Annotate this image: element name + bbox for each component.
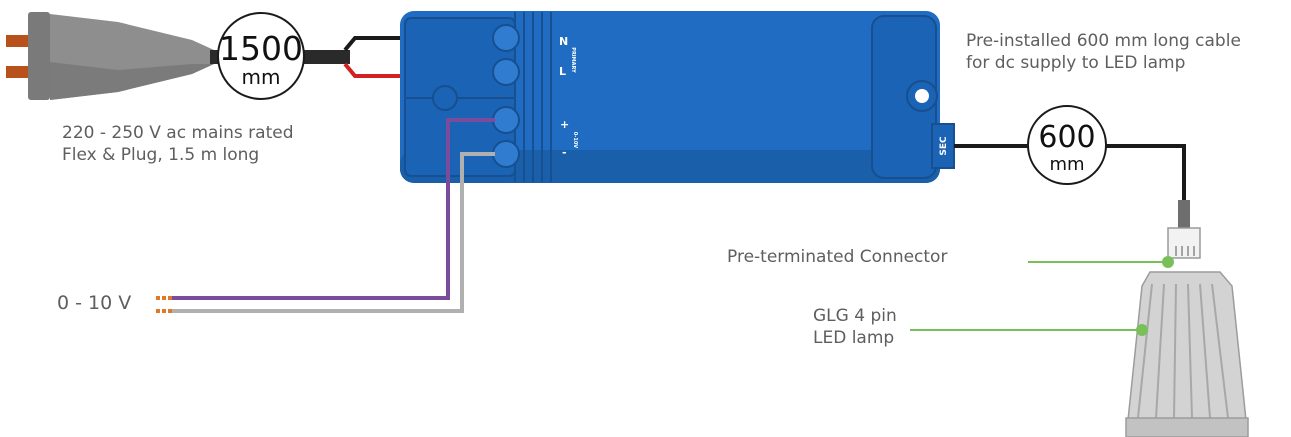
dc-length-unit: mm [1049,154,1084,175]
wire-dim-grey [170,152,495,313]
connector-pins [1175,246,1195,256]
dc-length-badge: 600 mm [1027,105,1107,185]
led-driver: N L PRIMARY + - 0-10V SEC [400,11,955,183]
mains-length-value: 1500 [219,29,303,68]
terminal-screw [432,85,458,111]
driver-body-shade [400,150,940,183]
mark-sec: SEC [939,136,949,156]
lamp-fins [1137,283,1229,419]
cable-description: Pre-installed 600 mm long cable for dc s… [966,30,1241,74]
pre-terminated-connector [1167,200,1201,259]
plug-body-shade [50,62,214,100]
plug-face [28,12,50,100]
lamp-rim [1125,417,1249,437]
mark-l: L [559,65,566,78]
plug-line-1: 220 - 250 V ac mains rated [62,123,294,143]
connector-pointer-dot [1162,256,1174,268]
connector-housing [1167,227,1201,259]
dc-length-value: 600 [1038,120,1095,155]
led-lamp [1125,271,1249,437]
mark-primary: PRIMARY [570,47,576,73]
cable-line-2: for dc supply to LED lamp [966,53,1186,73]
mains-length-unit: mm [242,65,281,89]
plug-pin-bottom [6,66,28,78]
plug-pin-top [6,35,28,47]
mounting-hole [915,89,929,103]
cable-line-1: Pre-installed 600 mm long cable [966,31,1241,51]
driver-body [400,11,940,183]
lamp-line-2: LED lamp [813,328,895,348]
mains-length-badge: 1500 mm [217,12,305,100]
lamp-pointer-dot [1136,324,1148,336]
wire-dim-purple [170,118,495,300]
sec-outlet [931,123,955,169]
lamp-description: GLG 4 pin LED lamp [813,305,897,349]
plug-description: 220 - 250 V ac mains rated Flex & Plug, … [62,122,294,166]
lamp-line-1: GLG 4 pin [813,306,897,326]
dimming-label: 0 - 10 V [57,292,132,314]
connector-boot [1178,200,1190,228]
mark-n: N [559,35,568,48]
mark-plus: + [560,118,569,131]
plug-line-2: Flex & Plug, 1.5 m long [62,145,260,165]
mark-dim: 0-10V [572,132,578,149]
mains-plug [6,12,214,100]
connector-label: Pre-terminated Connector [727,247,948,267]
mark-minus: - [562,146,567,159]
